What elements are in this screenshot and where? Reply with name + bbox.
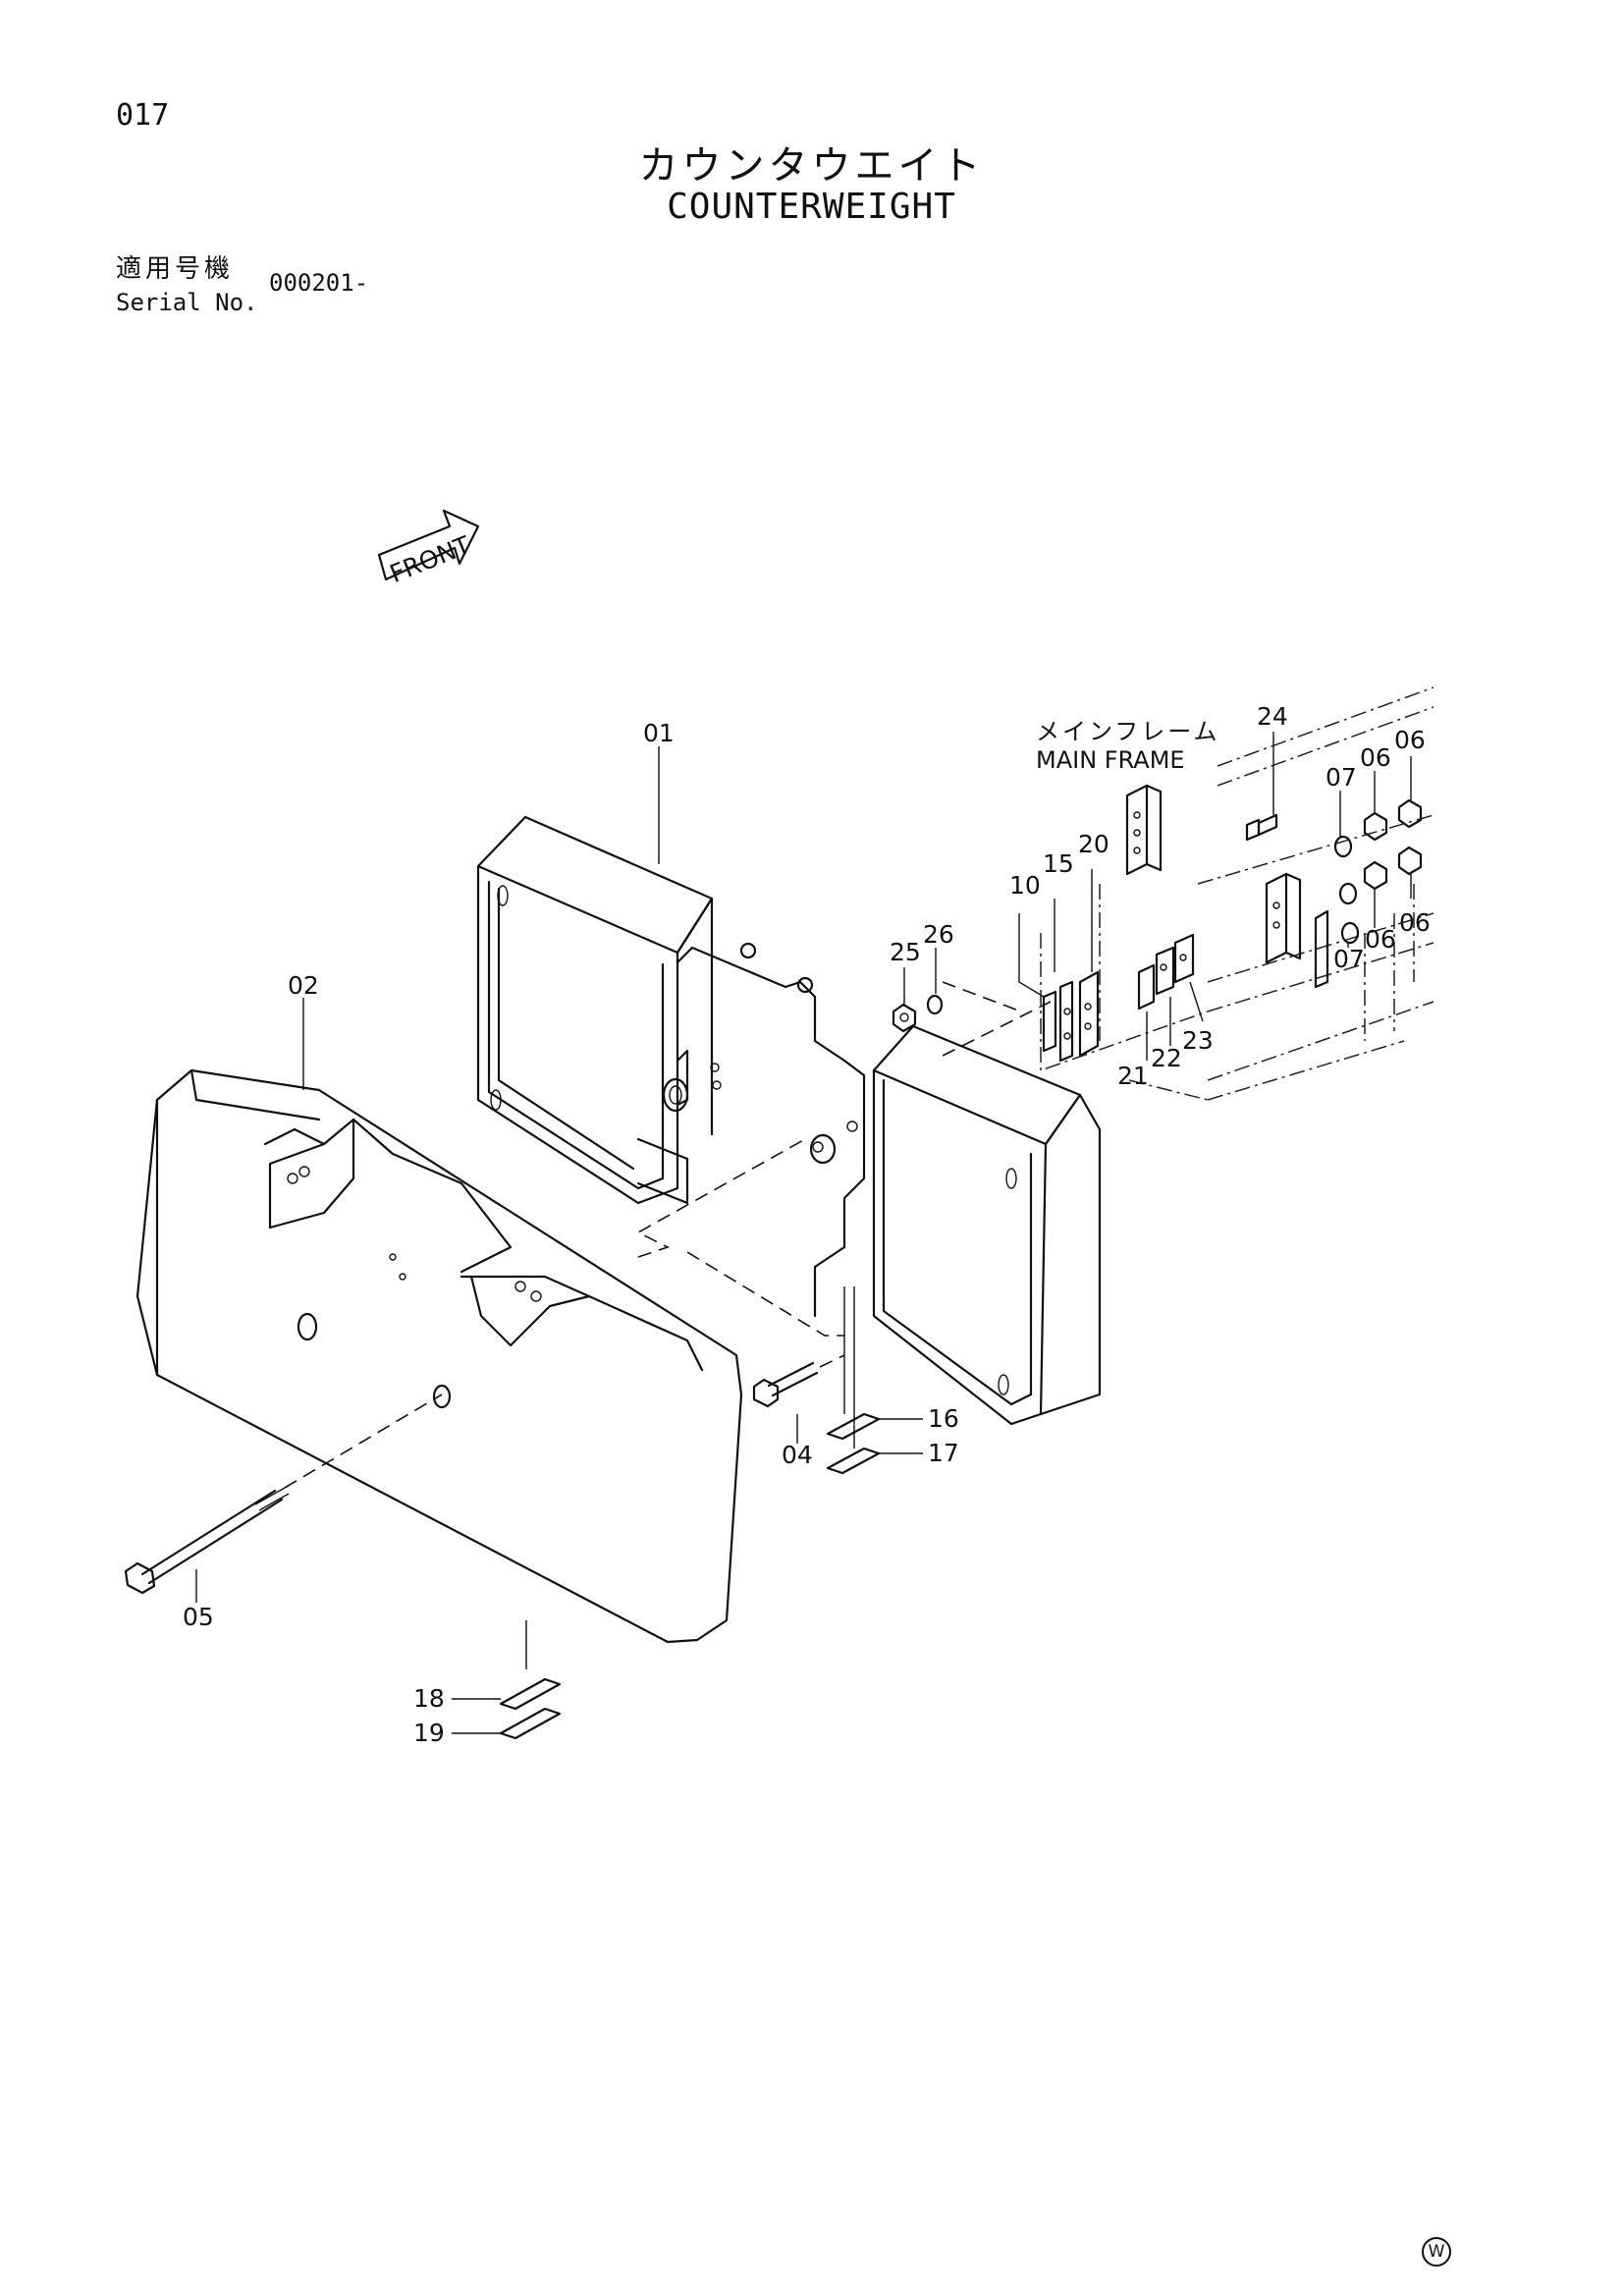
part-number-label: 22 (1151, 1044, 1182, 1072)
part-number-label: 20 (1078, 830, 1109, 858)
part-25-nut (892, 1003, 917, 1033)
part-number-label: 15 (1043, 849, 1074, 878)
part-01-upper-weight (476, 815, 714, 1205)
part-number-label: 04 (782, 1441, 813, 1469)
frame-bracket-lower (1265, 872, 1329, 989)
center-bracket (636, 942, 866, 1318)
guide-line (686, 1251, 844, 1337)
part-number-label: 06 (1399, 908, 1431, 937)
part-02-lower-weight (135, 1068, 743, 1644)
serial-number-value: 000201- (269, 269, 369, 297)
decal-19 (499, 1707, 562, 1740)
part-number-label: 05 (183, 1603, 214, 1631)
serial-label: Serial No. (116, 289, 258, 316)
decal-18 (499, 1677, 562, 1711)
part-number-label: 06 (1360, 743, 1391, 772)
part-24-bolt (1245, 813, 1278, 842)
page-number: 017 (116, 98, 170, 133)
part-number-label: 16 (928, 1404, 959, 1433)
part-number-label: 19 (413, 1719, 445, 1747)
main-frame-label-japanese: メインフレーム (1036, 718, 1220, 745)
part-26-washer (926, 994, 944, 1015)
shim-plates-right (1137, 933, 1195, 1011)
shim-plates-left (1042, 970, 1100, 1063)
guide-line (942, 1001, 1052, 1057)
guide-line (942, 981, 1022, 1012)
part-07-washers (1333, 835, 1360, 945)
page-title-japanese: カウンタウエイト (638, 143, 985, 189)
part-number-label: 25 (890, 938, 921, 966)
part-number-label: 06 (1394, 726, 1426, 754)
part-number-label: 02 (288, 971, 319, 1000)
main-frame-outline (1040, 686, 1434, 1101)
footer-mark: W (1422, 2237, 1451, 2267)
part-number-label: 07 (1333, 945, 1365, 973)
part-number-label: 26 (923, 920, 954, 949)
part-06-nuts (1363, 798, 1423, 891)
part-number-label: 24 (1257, 702, 1288, 731)
part-number-label: 10 (1009, 871, 1041, 900)
front-label: FRONT (386, 530, 475, 588)
main-frame-label: MAIN FRAME (1036, 746, 1185, 774)
part-number-label: 17 (928, 1439, 959, 1467)
part-05-long-bolt (124, 1394, 443, 1595)
front-arrow-icon: FRONT (377, 509, 480, 588)
part-number-label: 21 (1117, 1062, 1149, 1090)
part-number-label: 07 (1325, 763, 1357, 792)
part-04-bolt (752, 1354, 845, 1408)
decal-16 (826, 1412, 881, 1441)
leader-lines (195, 732, 1412, 1734)
serial-label-japanese: 適用号機 (116, 254, 235, 284)
part-number-label: 23 (1182, 1026, 1214, 1055)
part-number-label: 01 (643, 719, 675, 747)
part-number-label: 18 (413, 1684, 445, 1713)
frame-bracket-upper (1125, 784, 1163, 876)
decal-17 (826, 1447, 881, 1475)
page-title: COUNTERWEIGHT (667, 187, 956, 227)
right-weight-block (872, 1024, 1102, 1426)
part-number-label: 06 (1365, 925, 1396, 954)
guide-line (636, 1138, 806, 1258)
